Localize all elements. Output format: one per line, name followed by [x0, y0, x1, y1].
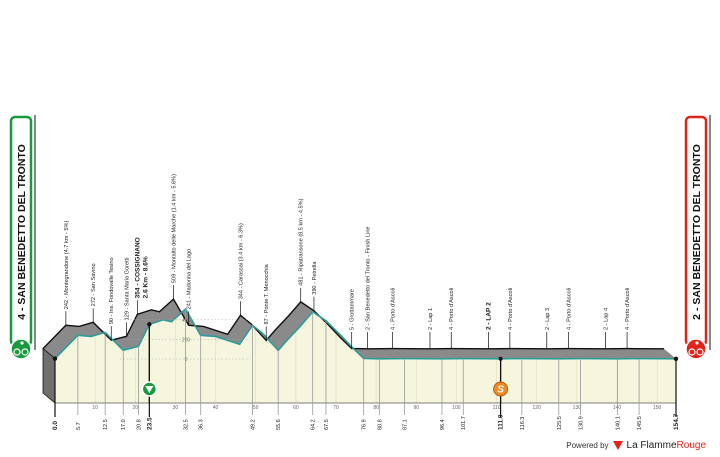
waypoint-label: 481 - Ripatransone (8.5 km - 4.5%): [299, 198, 305, 286]
km-label: 0.0: [52, 421, 59, 430]
start-rider-head: [20, 341, 24, 345]
x-tick-label: 90: [413, 405, 419, 411]
x-tick-label: 130: [573, 405, 582, 411]
sprint-icon-letter: S: [497, 385, 504, 396]
km-label: 130.9: [578, 416, 584, 430]
km-label: 125.5: [557, 416, 563, 430]
waypoint-label: 2 - Lap 3: [545, 308, 551, 330]
km-label: 32.5: [183, 419, 189, 430]
x-tick-label: 150: [653, 405, 662, 411]
profile-start-wall: [42, 347, 56, 404]
waypoint-label: 272 - San Savino: [91, 263, 97, 306]
kom-triangle-icon: [145, 386, 154, 393]
km-label: 36.3: [199, 419, 205, 430]
waypoint-label: 90 - Ins. Fondovalle Tesino: [109, 257, 115, 324]
km-label: 64.2: [311, 419, 317, 430]
waypoint-label: 4 - Porto d'Ascoli: [391, 288, 397, 330]
waypoint-label: 2 - Lap 1: [428, 308, 434, 330]
waypoint-label: 4 - Porto d'Ascoli: [566, 288, 572, 330]
km-label: 5.7: [76, 422, 82, 430]
profile-fill: [55, 309, 676, 403]
km-label: 49.2: [250, 419, 256, 430]
start-bicycle-wheel: [21, 348, 29, 356]
profile-side-band: [43, 299, 676, 359]
finish-bicycle-icon: [685, 338, 707, 360]
start-bicycle-icon: [10, 338, 32, 360]
x-tick-label: 20: [133, 405, 139, 411]
finish-rider-head: [695, 341, 699, 345]
waypoint-label: 509 - Montalto delle Marche (1.4 km - 5.…: [171, 174, 177, 283]
waypoint-label: 242 - Montegrandone (4.7 km - 5%): [64, 221, 70, 310]
x-tick-label: 60: [293, 405, 299, 411]
profile-front-line: [54, 307, 677, 360]
km-label: 80.8: [377, 419, 383, 430]
x-tick-label: 50: [253, 405, 259, 411]
km-label: 20.8: [136, 419, 142, 430]
elevation-tick-label: 200: [182, 337, 191, 343]
elevation-tick-label: 0: [185, 357, 188, 363]
waypoint-label: 87 - Ponte T. Menocchia: [264, 263, 270, 324]
km-label: 23.5: [146, 417, 153, 430]
start-point: [52, 356, 58, 361]
km-label: 96.4: [440, 419, 446, 430]
waypoint-label: 4 - Porto d'Ascoli: [449, 288, 455, 330]
finish-label: 2 - SAN BENEDETTO DEL TRONTO: [691, 144, 703, 320]
x-tick-label: 110: [493, 405, 501, 411]
km-label: 154.7: [673, 413, 680, 430]
waypoint-label: 344 - Carassai (3.4 km - 6.3%): [238, 223, 244, 299]
km-label: 76.9: [362, 419, 368, 430]
x-tick-label: 40: [213, 405, 219, 411]
km-label: 55.6: [276, 419, 282, 430]
x-tick-label: 100: [452, 405, 461, 411]
x-tick-label: 10: [92, 405, 98, 411]
km-label: 111.0: [498, 414, 505, 430]
sprint-point: [498, 356, 503, 361]
flamme-rouge-logo-icon: [612, 441, 623, 450]
finish-point: [673, 356, 679, 362]
x-tick-label: 30: [173, 405, 179, 411]
start-label: 4 - SAN BENEDETTO DEL TRONTO: [16, 144, 28, 320]
waypoint-label: 2 - San Benedetto del Tronto - Finish Li…: [365, 226, 371, 330]
waypoint-label: 354 - COSSIGNANO: [134, 237, 141, 298]
x-tick-label: 80: [373, 405, 379, 411]
km-label: 67.5: [324, 419, 330, 430]
powered-by-text: Powered by: [566, 441, 609, 450]
start-bicycle-wheel: [13, 348, 21, 356]
waypoint-label: 241 - Madonna del Lago: [187, 249, 193, 310]
x-tick-label: 70: [333, 405, 339, 411]
waypoint-label: 4 - Porto d'Ascoli: [508, 288, 514, 330]
x-tick-label: 120: [533, 405, 542, 411]
km-label: 17.0: [121, 419, 127, 430]
finish-bicycle-wheel: [696, 348, 704, 356]
waypoint-label: 390 - Petrella: [312, 261, 318, 295]
waypoint-label: 129 - Santa Maria Goretti: [124, 258, 130, 321]
km-label: 101.7: [461, 416, 467, 430]
waypoint-label: 4 - Porto d'Ascoli: [625, 288, 631, 330]
km-label: 140.1: [615, 416, 621, 430]
km-label: 145.5: [637, 416, 643, 430]
profile-back-line: [42, 298, 665, 350]
waypoint-label: 2 - LAP 2: [486, 302, 493, 330]
km-label: 12.5: [103, 419, 109, 430]
brand-name: La FlammeRouge: [626, 440, 706, 451]
km-label: 87.1: [403, 419, 409, 430]
waypoint-label: 2 - Lap 4: [603, 308, 609, 330]
sprint-icon: [493, 381, 509, 397]
elevation-tick-label: 400: [182, 318, 191, 324]
km-label: 116.3: [520, 417, 526, 430]
climb-stats-label: 2.6 Km - 8.6%: [142, 256, 149, 298]
kom-point: [147, 322, 152, 327]
waypoint-label: 5 - Grottammare: [350, 289, 356, 330]
finish-bicycle-wheel: [688, 348, 696, 356]
powered-by: Powered by La FlammeRouge: [566, 440, 706, 451]
